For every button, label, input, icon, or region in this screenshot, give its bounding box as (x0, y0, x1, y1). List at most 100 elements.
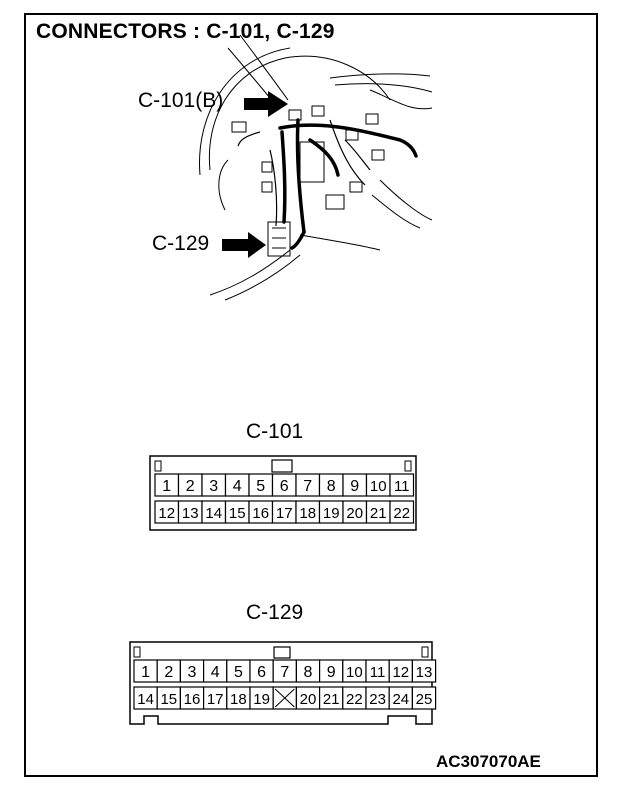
c101-pin-number: 1 (162, 478, 171, 495)
c129-pin-22: 22 (342, 686, 367, 710)
c129-pin-number: 19 (253, 691, 270, 708)
c101-pin-number: 20 (346, 505, 363, 522)
c101-pin-number: 16 (252, 505, 269, 522)
c101-pin-20: 20 (342, 500, 368, 524)
c129-pin-3: 3 (179, 659, 205, 683)
c129-pin-1: 1 (133, 659, 158, 683)
c101-pin-18: 18 (295, 500, 321, 524)
c101-pin-number: 22 (393, 505, 410, 522)
c101-pin-22: 22 (389, 500, 415, 524)
c129-pin-number: 9 (327, 664, 336, 681)
c101-pin-2: 2 (177, 473, 203, 497)
c101-pin-number: 17 (276, 505, 293, 522)
c129-pin-13: 13 (411, 659, 437, 683)
c101-pin-17: 17 (271, 500, 297, 524)
c129-pin-number: 12 (392, 664, 409, 681)
c101-pin-number: 5 (256, 478, 265, 495)
c129-pin-number: 22 (346, 691, 363, 708)
c129-pin-number: 15 (160, 691, 177, 708)
callout-c129: C-129 (152, 232, 210, 255)
c101-pin-number: 11 (394, 478, 410, 495)
c101-pin-number: 13 (182, 505, 199, 522)
c129-pin-number: 2 (164, 664, 173, 681)
c101-pin-1: 1 (154, 473, 180, 497)
c129-pin-number: 17 (207, 691, 224, 708)
c101-pin-19: 19 (318, 500, 344, 524)
c101-pin-number: 3 (209, 478, 218, 495)
diagram-title: CONNECTORS : C-101, C-129 (36, 20, 335, 43)
c101-pin-number: 10 (370, 478, 387, 495)
c129-pin-number: 21 (323, 691, 340, 708)
arrow-c129 (222, 232, 266, 258)
c129-pin-number: 6 (257, 664, 266, 681)
c129-pin-5: 5 (226, 659, 251, 683)
figure-code: AC307070AE (436, 752, 541, 771)
c101-pin-12: 12 (154, 500, 180, 524)
c101-pin-number: 12 (158, 505, 175, 522)
c129-pin-15: 15 (156, 686, 181, 710)
c129-pin-number: 18 (230, 691, 247, 708)
c101-pin-4: 4 (224, 473, 250, 497)
c129-pin-14: 14 (133, 686, 158, 710)
c101-pin-5: 5 (248, 473, 274, 497)
c101-pin-8: 8 (318, 473, 344, 497)
c129-pin-21: 21 (319, 686, 344, 710)
c129-pin-25: 25 (411, 686, 437, 710)
c101-pin-14: 14 (201, 500, 227, 524)
c129-pin-number: 11 (370, 664, 386, 681)
connector-c101-label: C-101 (246, 420, 304, 443)
c129-pin-number: 10 (346, 664, 363, 681)
arrow-c101b (244, 91, 288, 117)
c129-pin-2: 2 (156, 659, 181, 683)
c101-pin-number: 2 (186, 478, 195, 495)
c129-pin-17: 17 (203, 686, 228, 710)
c101-pin-number: 18 (299, 505, 316, 522)
c129-pin-9: 9 (319, 659, 344, 683)
c101-pin-number: 9 (350, 478, 359, 495)
c129-pin-number: 8 (304, 664, 313, 681)
c101-pin-number: 19 (323, 505, 340, 522)
c129-pin-number: 25 (416, 691, 433, 708)
c101-pin-number: 6 (280, 478, 289, 495)
c129-pin-number: 16 (184, 691, 201, 708)
connector-c129-label: C-129 (246, 601, 304, 624)
c101-pin-number: 8 (327, 478, 336, 495)
c129-pin-12: 12 (388, 659, 414, 683)
c129-pin-number: 24 (392, 691, 409, 708)
c129-pin-number: 14 (137, 691, 154, 708)
c101-pin-13: 13 (177, 500, 203, 524)
callout-c101b: C-101(B) (138, 89, 224, 112)
c129-pin-number: 4 (211, 664, 220, 681)
c101-pin-11: 11 (389, 473, 415, 497)
connector-c129-face (129, 641, 433, 725)
c129-pin-19: 19 (249, 686, 274, 710)
c101-pin-number: 7 (303, 478, 312, 495)
c129-pin-number: 3 (188, 664, 197, 681)
c101-pin-15: 15 (224, 500, 250, 524)
connector-c101-face (149, 455, 417, 531)
c101-pin-9: 9 (342, 473, 368, 497)
c129-pin-8: 8 (295, 659, 321, 683)
c129-pin-11: 11 (365, 659, 390, 683)
c129-pin-6: 6 (249, 659, 274, 683)
c101-pin-10: 10 (365, 473, 391, 497)
c129-pin-20: 20 (295, 686, 321, 710)
c129-pin-7: 7 (272, 659, 298, 683)
c101-pin-number: 14 (205, 505, 222, 522)
c129-pin-23: 23 (365, 686, 390, 710)
c101-pin-16: 16 (248, 500, 274, 524)
c129-pin-number: 5 (234, 664, 243, 681)
c129-pin-4: 4 (203, 659, 228, 683)
c101-pin-21: 21 (365, 500, 391, 524)
diagram-frame (24, 13, 598, 777)
c101-pin-6: 6 (271, 473, 297, 497)
c129-pin-number: 7 (280, 664, 289, 681)
c129-pin-24: 24 (388, 686, 414, 710)
c129-empty-cavity (272, 686, 298, 710)
c101-pin-number: 15 (229, 505, 246, 522)
c101-pin-number: 4 (233, 478, 242, 495)
c101-pin-3: 3 (201, 473, 227, 497)
